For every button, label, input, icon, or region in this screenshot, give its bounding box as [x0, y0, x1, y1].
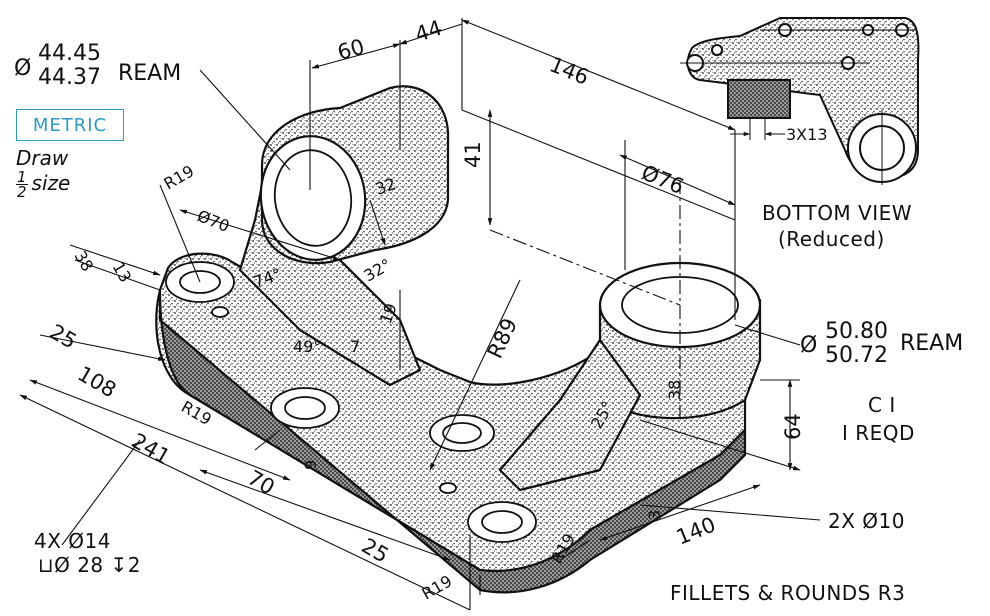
dim-146: 146	[546, 52, 592, 89]
dim-25-left: 25	[46, 320, 81, 354]
ream-right-dia: Ø	[800, 333, 817, 358]
dim-r89: R89	[483, 315, 522, 363]
dim-108: 108	[74, 362, 121, 403]
part-reqd: I REQD	[842, 421, 915, 445]
dim-70: 70	[244, 466, 279, 500]
ream-right-lower: 50.72	[825, 343, 888, 368]
dimension-lines	[19, 18, 821, 611]
right-rib	[498, 338, 642, 492]
dim-7: 7	[350, 337, 360, 356]
ream-right-word: REAM	[900, 331, 963, 356]
dim-25-bottom: 25	[358, 534, 393, 568]
dim-70-dia: Ø70	[195, 206, 233, 236]
dim-76: Ø76	[638, 160, 687, 198]
dim-60: 60	[335, 34, 367, 64]
dim-9: 9	[301, 460, 320, 470]
scale-note-line1: Draw	[16, 146, 69, 170]
scale-fraction-den: 2	[17, 183, 27, 201]
ream-right-upper: 50.80	[825, 319, 888, 344]
dim-r19-bottom: R19	[419, 571, 456, 603]
holes-4x-line2: ⊔Ø 28 ↧2	[38, 553, 141, 577]
ream-top-upper: 44.45	[38, 41, 101, 66]
holes	[165, 261, 537, 543]
dim-140: 140	[673, 512, 719, 549]
bottom-view-title: BOTTOM VIEW	[762, 201, 912, 225]
dim-64: 64	[781, 413, 805, 440]
scale-note: Draw 1 2 size	[16, 146, 71, 201]
holes-4x-line1: 4X Ø14	[34, 529, 111, 553]
part-id: C I	[868, 393, 896, 417]
ream-top-dia: Ø	[14, 56, 31, 81]
bottom-view	[680, 17, 920, 185]
scale-size-word: size	[31, 171, 71, 195]
dim-13: 13	[109, 259, 136, 286]
dim-41: 41	[461, 141, 485, 168]
hole-drill	[442, 422, 482, 444]
ream-top-word: REAM	[118, 61, 181, 86]
bottom-hole	[711, 44, 723, 56]
pin-hole	[211, 306, 229, 318]
dim-3: 3	[645, 510, 664, 520]
scale-note-line2: 1 2 size	[16, 168, 71, 201]
pin-hole	[439, 482, 457, 494]
scale-fraction: 1 2	[16, 168, 28, 201]
metric-label: METRIC	[16, 109, 124, 141]
dim-241: 241	[128, 429, 175, 470]
dim-44: 44	[412, 16, 445, 47]
hole-drill	[481, 510, 523, 534]
bottom-block	[727, 79, 791, 119]
dim-r19-top: R19	[161, 161, 198, 193]
dim-49-deg: 49°	[293, 337, 321, 356]
dim-38-right: 38	[665, 380, 684, 400]
fillets-note: FILLETS & ROUNDS R3	[670, 581, 905, 605]
dim-32-deg: 32°	[361, 255, 395, 286]
scale-fraction-num: 1	[16, 168, 28, 186]
dim-38: 38	[71, 248, 98, 275]
bottom-view-subtitle: (Reduced)	[778, 227, 885, 251]
slot-dim: 3X13	[786, 125, 828, 144]
hole-drill	[284, 396, 326, 420]
ream-top-lower: 44.37	[38, 65, 101, 90]
holes-2x: 2X Ø10	[828, 509, 905, 533]
